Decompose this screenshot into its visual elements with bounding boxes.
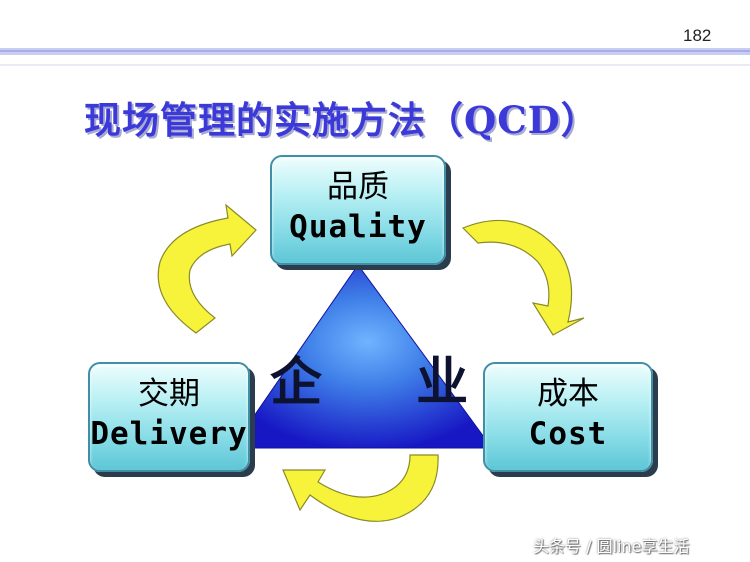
cycle-arrow-delivery-to-quality bbox=[157, 203, 257, 334]
enterprise-label: 企 业 bbox=[270, 352, 507, 413]
delivery-label-zh: 交期 bbox=[138, 376, 200, 412]
quality-label-zh: 品质 bbox=[327, 169, 389, 205]
page-number: 182 bbox=[683, 26, 712, 45]
cost-node: 成本 Cost bbox=[483, 362, 653, 472]
quality-node: 品质 Quality bbox=[270, 155, 446, 265]
cost-label-en: Cost bbox=[528, 416, 608, 452]
enterprise-triangle bbox=[231, 264, 493, 449]
cycle-arrow-quality-to-cost bbox=[461, 219, 585, 336]
header-bar-accent bbox=[0, 50, 750, 52]
header-divider bbox=[0, 64, 750, 66]
delivery-node: 交期 Delivery bbox=[88, 362, 250, 472]
watermark: 头条号 / 圆line享生活 bbox=[533, 537, 690, 556]
quality-label-en: Quality bbox=[289, 209, 427, 245]
slide-title: 现场管理的实施方法（QCD） bbox=[84, 98, 599, 142]
delivery-label-en: Delivery bbox=[90, 416, 248, 452]
cost-label-zh: 成本 bbox=[537, 376, 599, 412]
cycle-arrow-cost-to-delivery bbox=[282, 454, 439, 522]
